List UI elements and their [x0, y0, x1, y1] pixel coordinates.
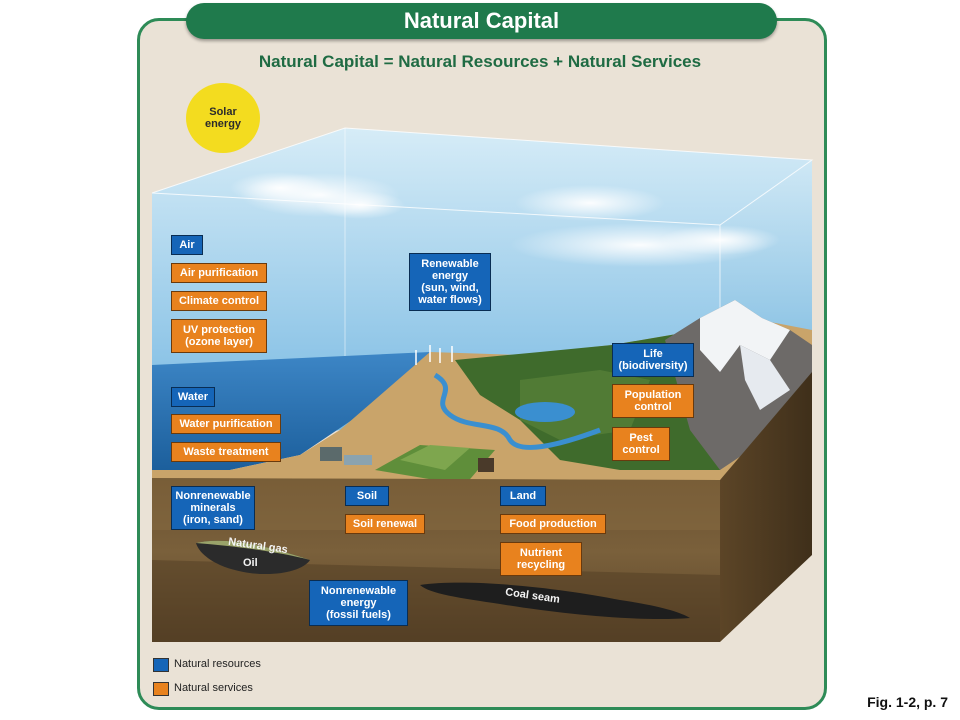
legend-resources-label: Natural resources — [174, 658, 261, 670]
title-banner: Natural Capital — [186, 3, 777, 39]
barn — [478, 458, 494, 472]
service-water-purification: Water purification — [171, 414, 281, 434]
treatment-plant — [344, 455, 372, 465]
river — [433, 372, 601, 450]
glass-edge — [151, 127, 814, 226]
sun-label-line1: Solar — [209, 106, 237, 118]
solar-energy-sun: Solar energy — [186, 83, 260, 153]
resource-air: Air — [171, 235, 203, 255]
service-uv-protection: UV protection(ozone layer) — [171, 319, 267, 353]
service-air-purification: Air purification — [171, 263, 267, 283]
legend-services-label: Natural services — [174, 682, 253, 694]
service-climate-control: Climate control — [171, 291, 267, 311]
soil-side-face — [720, 372, 812, 642]
legend-services-swatch — [153, 682, 169, 696]
resource-soil: Soil — [345, 486, 389, 506]
lake — [515, 402, 575, 422]
clouds — [230, 172, 780, 267]
wind-turbines — [415, 345, 453, 365]
oil-deposit — [196, 540, 310, 575]
service-food-production: Food production — [500, 514, 606, 534]
service-waste-treatment: Waste treatment — [171, 442, 281, 462]
equation-subtitle: Natural Capital = Natural Resources + Na… — [258, 52, 702, 71]
figure-reference: Fig. 1-2, p. 7 — [867, 694, 948, 710]
oil-label: Oil — [243, 557, 258, 569]
page-title: Natural Capital — [403, 8, 560, 33]
resource-water: Water — [171, 387, 215, 407]
resource-life: Life(biodiversity) — [612, 343, 694, 377]
factory — [320, 447, 342, 461]
coal-seam — [420, 582, 690, 620]
service-soil-renewal: Soil renewal — [345, 514, 425, 534]
ocean — [152, 352, 430, 470]
natural-gas-deposit — [196, 540, 310, 560]
legend-resources-swatch — [153, 658, 169, 672]
sun-label-line2: energy — [204, 118, 242, 130]
resource-land: Land — [500, 486, 546, 506]
